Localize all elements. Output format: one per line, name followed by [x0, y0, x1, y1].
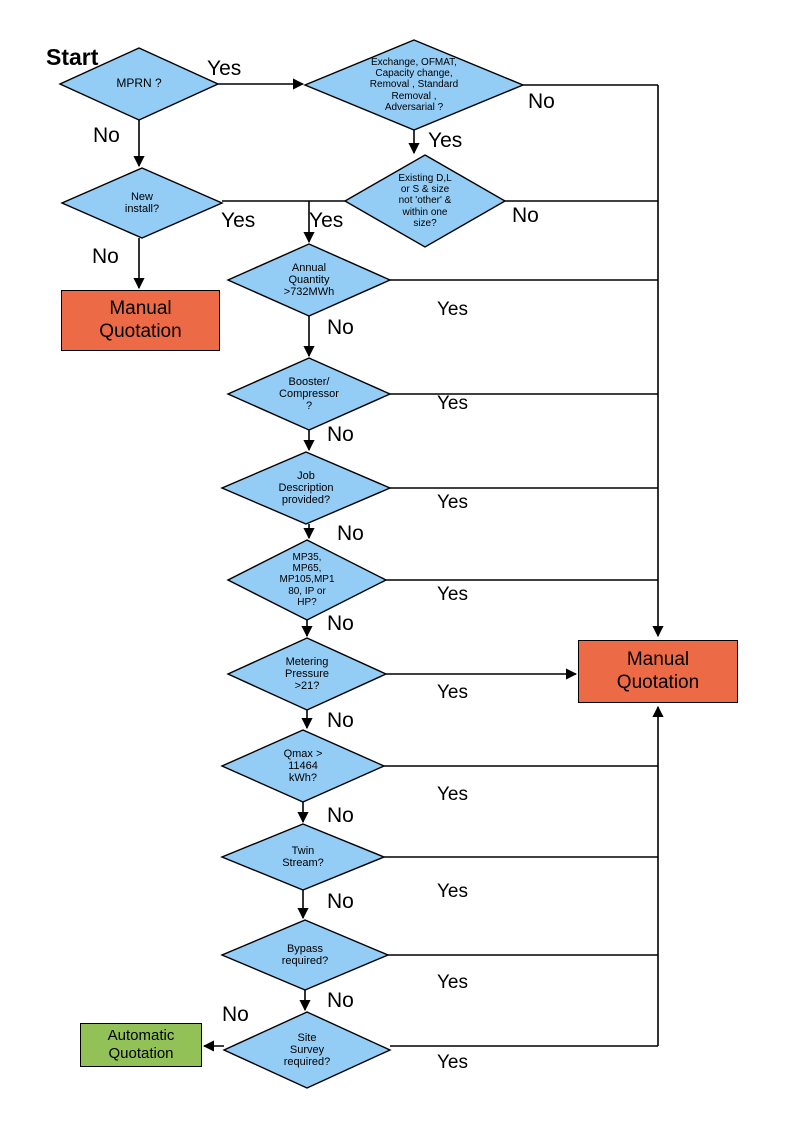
decision-exchange[interactable]: Exchange, OFMAT, Capacity change, Remova… [303, 39, 525, 131]
edge-label-annual-yes: Yes [437, 299, 468, 320]
decision-shape-new_install [60, 167, 224, 239]
decision-shape-mp_sizes [226, 539, 388, 621]
decision-new_install[interactable]: New install? [60, 167, 224, 239]
decision-shape-metering [226, 637, 388, 711]
edge-label-twin-no: No [327, 890, 354, 913]
edge-label-metering-no: No [327, 709, 354, 732]
decision-shape-site_survey [222, 1011, 392, 1089]
edge-label-booster-yes: Yes [437, 393, 468, 414]
decision-site_survey[interactable]: Site Survey required? [222, 1011, 392, 1089]
start-label: Start [46, 44, 99, 70]
edge-label-booster-no: No [327, 423, 354, 446]
terminal-manual_right[interactable]: Manual Quotation [578, 640, 738, 703]
terminal-automatic[interactable]: Automatic Quotation [80, 1023, 202, 1067]
decision-shape-twin [220, 823, 386, 891]
decision-bypass[interactable]: Bypass required? [220, 919, 390, 991]
decision-job_desc[interactable]: Job Description provided? [220, 451, 392, 525]
decision-shape-mprn [58, 47, 220, 121]
edge-label-qmax-no: No [327, 804, 354, 827]
edge-label-metering-yes: Yes [437, 682, 468, 703]
decision-shape-annual_qty [226, 243, 392, 317]
edge-label-bypass-yes: Yes [437, 972, 468, 993]
edge-label-mprn-yes: Yes [207, 57, 242, 80]
decision-metering[interactable]: Metering Pressure >21? [226, 637, 388, 711]
edge-label-newinstall-yes: Yes [221, 209, 256, 232]
edge-label-sitesurvey-no: No [222, 1003, 249, 1026]
decision-shape-job_desc [220, 451, 392, 525]
edge-label-mpsizes-no: No [327, 612, 354, 635]
edge-label-exchange-no: No [528, 90, 555, 113]
edge-label-qmax-yes: Yes [437, 784, 468, 805]
edge-label-existing-no: No [512, 204, 539, 227]
edge-label-mprn-no: No [93, 124, 120, 147]
decision-shape-booster [226, 357, 392, 431]
edge-label-newinstall-no: No [92, 245, 119, 268]
edge-label-jobdesc-yes: Yes [437, 492, 468, 513]
edge-label-sitesurvey-yes: Yes [437, 1052, 468, 1073]
decision-shape-exchange [303, 39, 525, 131]
edge-label-twin-yes: Yes [437, 881, 468, 902]
decision-qmax[interactable]: Qmax > 11464 kWh? [220, 729, 386, 803]
decision-twin[interactable]: Twin Stream? [220, 823, 386, 891]
decision-existing_dls[interactable]: Existing D,L or S & size not 'other' & w… [343, 154, 507, 248]
decision-shape-bypass [220, 919, 390, 991]
edge-label-exchange-yes: Yes [428, 129, 463, 152]
decision-shape-qmax [220, 729, 386, 803]
decision-mprn[interactable]: MPRN ? [58, 47, 220, 121]
edge-label-jobdesc-no: No [337, 522, 364, 545]
edge-label-annual-no: No [327, 316, 354, 339]
decision-booster[interactable]: Booster/ Compressor ? [226, 357, 392, 431]
decision-annual_qty[interactable]: Annual Quantity >732MWh [226, 243, 392, 317]
edge-label-existing-yes: Yes [309, 209, 344, 232]
edge-label-mpsizes-yes: Yes [437, 584, 468, 605]
terminal-manual_left[interactable]: Manual Quotation [61, 290, 220, 351]
decision-mp_sizes[interactable]: MP35, MP65, MP105,MP1 80, IP or HP? [226, 539, 388, 621]
decision-shape-existing_dls [343, 154, 507, 248]
edge-label-bypass-no: No [327, 989, 354, 1012]
